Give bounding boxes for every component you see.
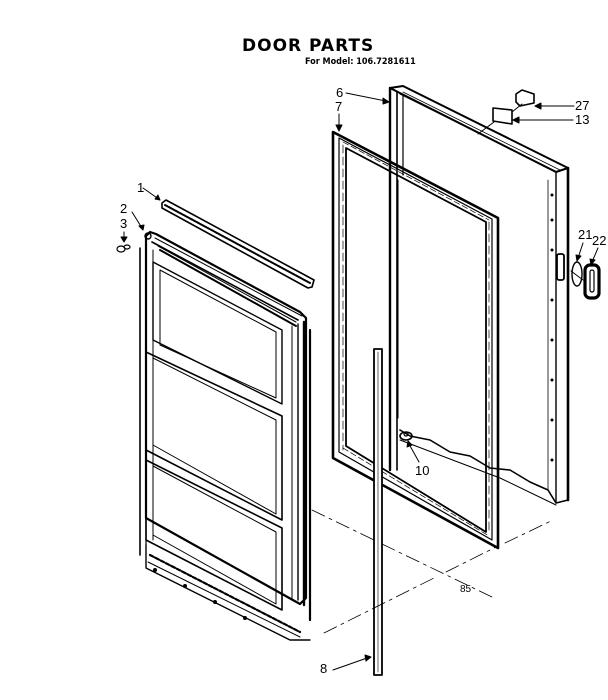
hinge-hardware bbox=[117, 232, 152, 252]
nameplate-parts bbox=[478, 90, 534, 134]
callout-3: 3 bbox=[120, 216, 128, 231]
alignment-lines bbox=[312, 510, 553, 633]
callout-22: 22 bbox=[592, 233, 607, 248]
leader-lines bbox=[121, 93, 598, 670]
trim-strip bbox=[162, 200, 314, 288]
model-number: For Model: 106.7281611 bbox=[305, 57, 416, 67]
callout-8: 8 bbox=[320, 661, 328, 676]
callout-2: 2 bbox=[120, 201, 128, 216]
callout-7: 7 bbox=[335, 99, 343, 114]
callout-27: 27 bbox=[575, 98, 590, 113]
callout-13: 13 bbox=[575, 112, 590, 127]
door-stop-plug bbox=[400, 432, 412, 440]
callout-1: 1 bbox=[137, 180, 145, 195]
outer-door-panel bbox=[390, 86, 568, 505]
callout-6: 6 bbox=[336, 85, 344, 100]
diagram-title: DOOR PARTS bbox=[242, 36, 375, 56]
breaker-strip bbox=[374, 349, 382, 675]
callout-10: 10 bbox=[415, 463, 430, 478]
page-code: 85 bbox=[460, 584, 472, 595]
inner-door-liner bbox=[140, 232, 310, 640]
callout-21: 21 bbox=[578, 227, 593, 242]
handle-parts bbox=[571, 262, 599, 298]
door-gasket bbox=[333, 132, 498, 548]
